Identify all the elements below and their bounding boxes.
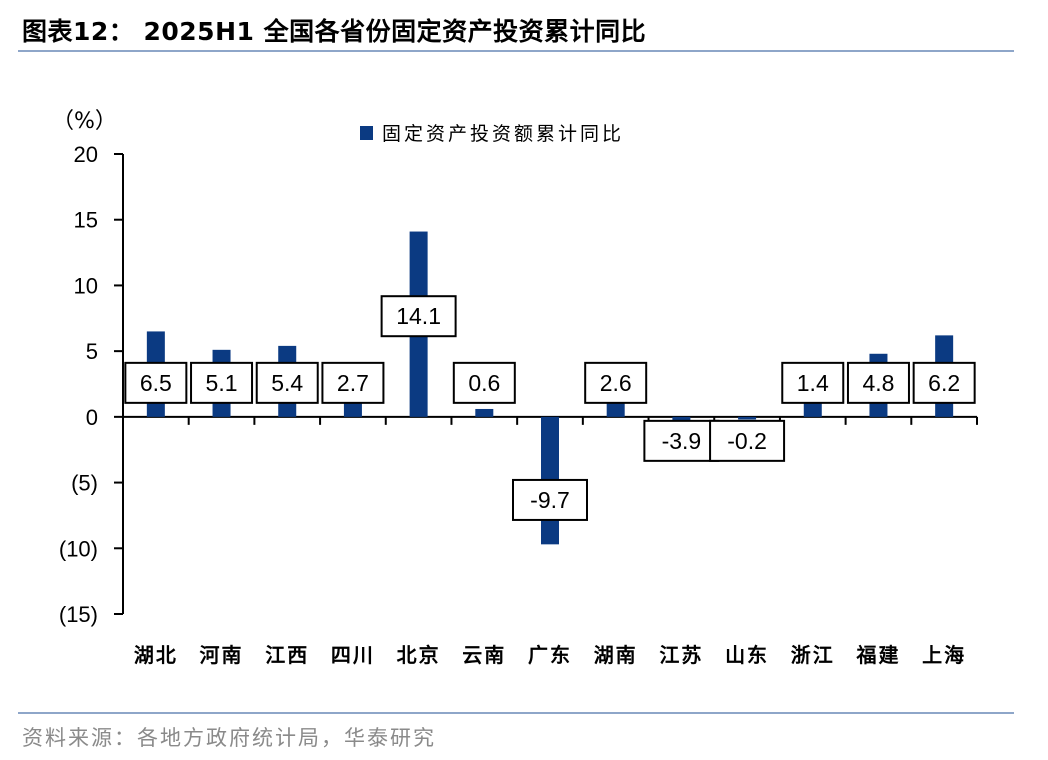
category-label: 江西 [265,643,309,667]
category-label: 浙江 [791,643,835,667]
category-label: 江苏 [659,643,703,667]
data-label-box [380,295,457,338]
legend-label: 固定资产投资额累计同比 [382,123,624,145]
data-label: -0.2 [727,428,767,454]
y-tick-label: 15 [74,208,98,233]
legend-swatch [360,126,373,140]
source-note: 资料来源：各地方政府统计局，华泰研究 [22,726,436,750]
footer-divider [18,712,1014,714]
y-unit-label: （%） [52,109,117,134]
y-tick-label: 10 [74,273,98,298]
data-label-box [190,361,254,404]
category-label: 山东 [725,643,769,667]
data-label-box [255,361,319,404]
figure-title: 图表12： 2025H1 全国各省份固定资产投资累计同比 [22,17,647,46]
category-label: 云南 [462,643,506,667]
category-label: 北京 [397,643,441,667]
data-label-box [912,361,976,404]
data-label: 0.6 [468,370,500,396]
data-label-box [584,361,648,404]
data-label-box [709,419,786,462]
y-tick-label: 0 [86,405,98,430]
y-tick-label: 5 [86,339,98,364]
category-label: 上海 [922,643,966,667]
category-label: 湖北 [134,643,178,667]
data-label: 2.7 [337,370,369,396]
data-label: 14.1 [396,303,441,329]
bar [475,408,494,417]
bar [738,416,757,420]
data-label-box [512,478,588,521]
title-divider [18,50,1014,52]
y-tick-label: (15) [59,602,98,627]
data-label: 4.8 [862,370,894,396]
category-label: 湖南 [594,643,638,667]
data-label-box [643,419,720,462]
data-label-box [321,361,385,404]
data-label: 5.1 [206,370,238,396]
category-label: 福建 [855,643,900,667]
data-label-box [846,361,910,404]
y-tick-label: 20 [74,142,98,167]
y-tick-label: (10) [59,536,98,561]
data-label: -3.9 [662,428,702,454]
data-label: 2.6 [600,370,632,396]
data-label-box [124,361,188,404]
data-label: 5.4 [271,370,303,396]
category-label: 广东 [528,643,572,667]
y-tick-label: (5) [71,471,98,496]
bar-chart: （%） 固定资产投资额累计同比 20 15 10 5 0 (5) (10) (15) 6.5 5… [52,109,978,667]
data-label-box [781,361,845,404]
category-label: 四川 [331,643,375,667]
data-label: 6.2 [928,370,960,396]
data-label-box [452,361,516,404]
data-label: 6.5 [140,370,172,396]
data-label: -9.7 [530,487,570,513]
category-label: 河南 [200,643,244,667]
data-label: 1.4 [797,370,829,396]
